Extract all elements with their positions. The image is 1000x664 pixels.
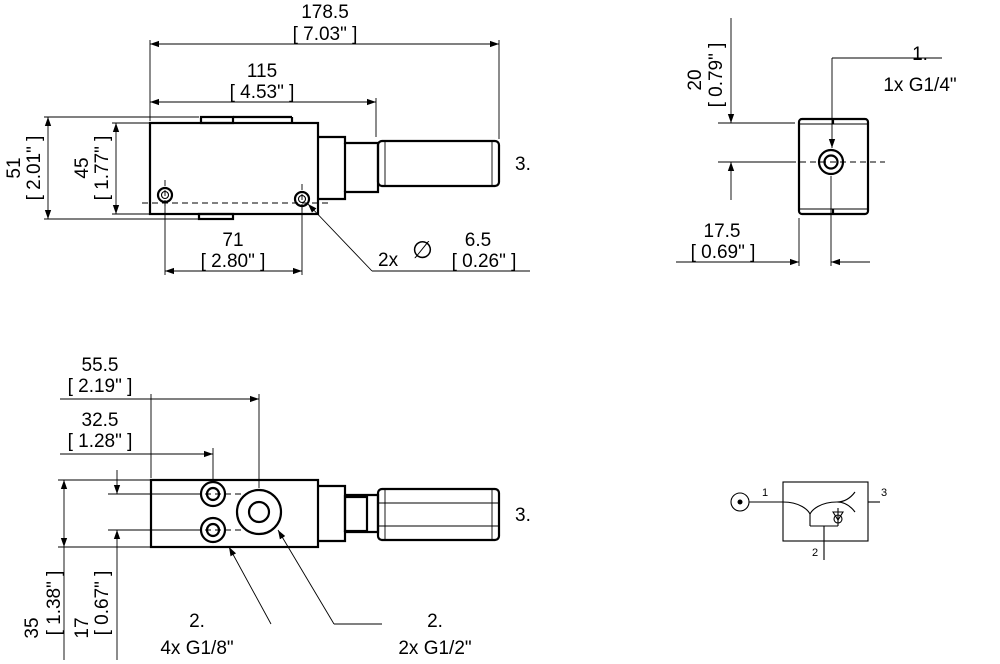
dim-top-width-inch: [ 1.38" ] — [44, 571, 65, 636]
dim-top-offset-large-value: 55.5 — [82, 355, 119, 376]
dim-overall-length-value: 178.5 — [301, 2, 349, 23]
dim-top-offset-large-inch: [ 2.19" ] — [68, 376, 133, 397]
side-view: 1. 1x G1/4" 20 [ 0.79" ] 17.5 [ 0.69" ] — [676, 18, 957, 266]
hole-diameter-value: 6.5 — [465, 230, 491, 251]
hole-callout-prefix: 2x — [378, 250, 399, 271]
dim-height-body-inch: [ 1.77" ] — [92, 136, 113, 201]
dim-height-total-inch: [ 2.01" ] — [24, 136, 45, 201]
top-body — [149, 478, 320, 549]
symbol-port-bottom: 2 — [812, 547, 818, 559]
dim-top-width-value: 35 — [22, 617, 43, 638]
callout-port3-front: 3. — [515, 154, 531, 175]
dim-side-height-inch: [ 0.79" ] — [706, 43, 727, 108]
callout-port1-spec: 1x G1/4" — [883, 75, 956, 96]
symbol-port-left: 1 — [762, 487, 768, 499]
port2-small-upper — [199, 480, 227, 508]
front-top-lug — [199, 115, 235, 125]
dim-body-length-value: 115 — [247, 61, 277, 82]
callout-port1-number: 1. — [912, 44, 928, 65]
callout-port2-small-spec: 4x G1/8" — [160, 638, 233, 659]
dim-side-height-value: 20 — [685, 69, 706, 90]
diameter-symbol-icon: ∅ — [412, 237, 433, 264]
dim-top-offset-small-inch: [ 1.28" ] — [68, 431, 133, 452]
front-silencer — [376, 139, 501, 188]
dim-hole-spacing-value: 71 — [222, 230, 243, 251]
callout-port2-small-number: 2. — [189, 611, 205, 632]
hole-diameter-inch: [ 0.26" ] — [452, 251, 517, 272]
port2-small-lower — [199, 516, 227, 544]
callout-port2-large-spec: 2x G1/2" — [398, 638, 471, 659]
front-body — [148, 121, 320, 216]
dim-side-width-value: 17.5 — [704, 221, 741, 242]
dim-side-width-inch: [ 0.69" ] — [691, 242, 756, 263]
dim-body-length-inch: [ 4.53" ] — [230, 82, 295, 103]
callout-port2-large-number: 2. — [427, 611, 443, 632]
top-view: 55.5 [ 2.19" ] 32.5 [ 1.28" ] 35 [ 1.38"… — [22, 355, 531, 660]
top-neck-window — [343, 495, 369, 533]
dim-top-spacing-inch: [ 0.67" ] — [92, 571, 113, 636]
front-bottom-lug — [197, 212, 235, 221]
ejector-symbol-box — [782, 481, 869, 542]
callout-port3-top: 3. — [515, 505, 531, 526]
dim-top-spacing-value: 17 — [72, 617, 93, 638]
front-neck — [318, 135, 380, 201]
symbol-port-right: 3 — [881, 487, 887, 499]
dim-hole-spacing-inch: [ 2.80" ] — [201, 251, 266, 272]
pneumatic-symbol: 1 3 2 — [730, 481, 887, 560]
port2-large — [235, 488, 283, 536]
side-body — [797, 117, 870, 216]
top-neck — [318, 484, 380, 543]
dim-top-offset-small-value: 32.5 — [82, 410, 119, 431]
dim-height-body-value: 45 — [72, 157, 93, 178]
dim-height-total-value: 51 — [4, 157, 25, 178]
dim-overall-length-inch: [ 7.03" ] — [293, 24, 358, 45]
front-view: 178.5 [ 7.03" ] 115 [ 4.53" ] 51 [ 2.01"… — [4, 2, 531, 275]
top-silencer — [376, 487, 501, 542]
